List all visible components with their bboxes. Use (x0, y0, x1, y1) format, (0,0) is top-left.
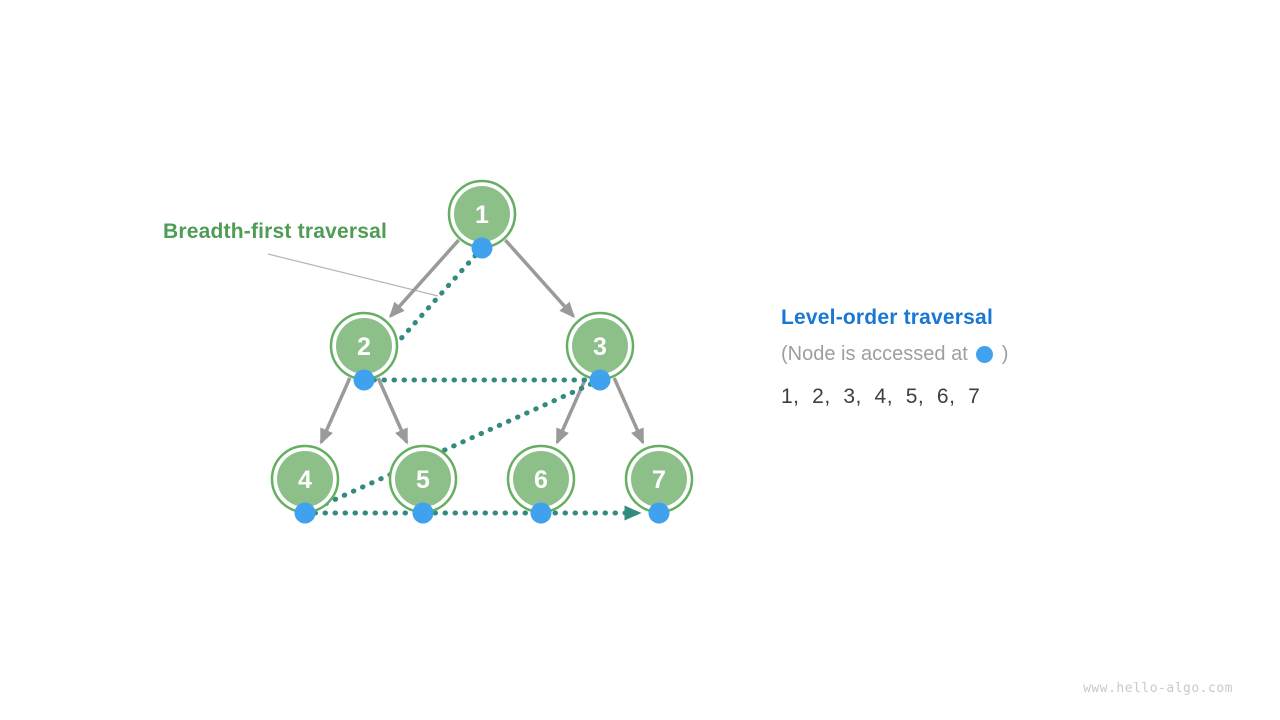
node-circle (395, 451, 451, 507)
tree-node-3: 3 (565, 311, 635, 381)
tree-nodes: 1 2 3 4 5 (270, 179, 694, 514)
access-dot-2 (353, 369, 375, 391)
traversal-sequence: 1, 2, 3, 4, 5, 6, 7 (781, 385, 981, 408)
access-dot-1 (471, 237, 493, 259)
tree-node-4: 4 (270, 444, 340, 514)
node-circle (572, 318, 628, 374)
access-dots (294, 237, 670, 524)
node-value: 5 (416, 466, 430, 494)
node-value: 7 (652, 466, 666, 494)
node-value: 1 (475, 201, 489, 229)
tree-node-2: 2 (329, 311, 399, 381)
edge-1-2 (389, 238, 461, 318)
edge-3-7 (612, 377, 645, 445)
tree-node-6: 6 (506, 444, 576, 514)
edge-2-4 (319, 377, 352, 445)
node-value: 2 (357, 333, 371, 361)
node-circle (277, 451, 333, 507)
traversal-3-4 (302, 377, 603, 516)
node-circle (631, 451, 687, 507)
legend-panel: Level-order traversal (Node is accessed … (781, 306, 1008, 409)
tree-node-7: 7 (624, 444, 694, 514)
watermark: www.hello-algo.com (1083, 681, 1233, 696)
node-circle (513, 451, 569, 507)
breadth-first-label: Breadth-first traversal (163, 220, 388, 243)
legend-title: Level-order traversal (781, 306, 993, 329)
node-value: 3 (593, 333, 607, 361)
legend-caption: (Node is accessed at ) (781, 343, 1008, 366)
access-dot-6 (530, 502, 552, 524)
legend-caption-prefix: (Node is accessed at (781, 343, 968, 365)
access-dot-4 (294, 502, 316, 524)
tree-node-1: 1 (447, 179, 517, 249)
access-dot-3 (589, 369, 611, 391)
node-circle (336, 318, 392, 374)
tree-node-5: 5 (388, 444, 458, 514)
access-dot-icon (975, 346, 993, 363)
node-value: 6 (534, 466, 548, 494)
edge-1-3 (503, 238, 575, 318)
legend-caption-suffix: ) (1001, 343, 1009, 365)
node-circle (454, 186, 510, 242)
access-dot-5 (412, 502, 434, 524)
label-leader-line (267, 253, 439, 297)
node-value: 4 (298, 466, 312, 494)
access-dot-7 (648, 502, 670, 524)
edge-2-5 (376, 377, 409, 445)
